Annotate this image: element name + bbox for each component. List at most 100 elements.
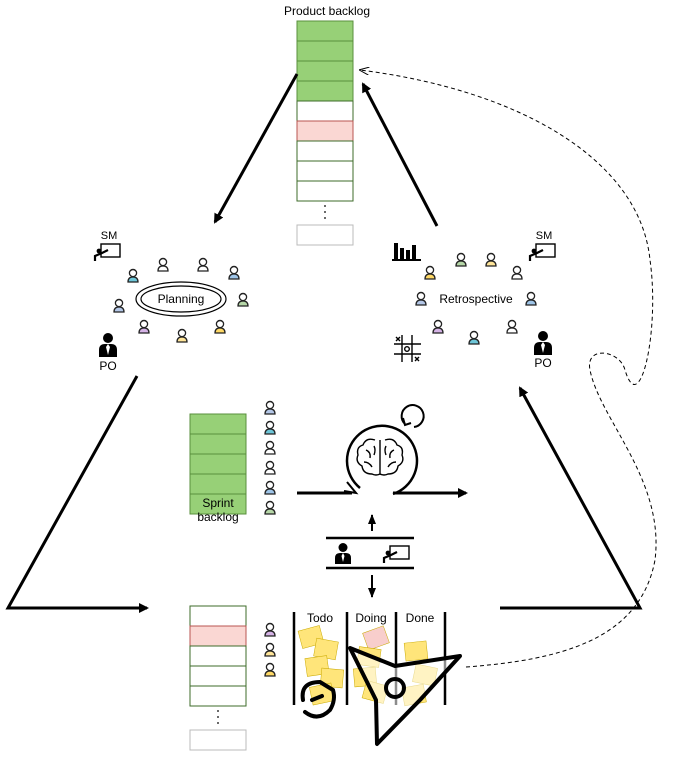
user-icon [468, 330, 480, 345]
product-backlog-stack [296, 20, 354, 246]
user-icon [455, 252, 467, 267]
teacher-board-icon [382, 545, 410, 563]
user-icon [511, 265, 523, 280]
daily-cycle-circle [400, 404, 425, 428]
daily-cycle-arrowhead [402, 417, 412, 427]
arrow-retro-to-backlog [361, 82, 439, 227]
user-icon [214, 319, 226, 334]
backlog-item-open [296, 160, 354, 182]
user-icon [264, 642, 276, 657]
po-right-label: PO [534, 356, 551, 370]
user-icon [264, 662, 276, 677]
scrum-master-right: SM [528, 230, 556, 261]
ellipsis-dot [324, 217, 326, 219]
user-icon [228, 265, 240, 280]
sprint-backlog-stack [189, 413, 247, 515]
product-backlog-title: Product backlog [284, 4, 370, 18]
backlog-item-done [296, 40, 354, 62]
ellipsis-dot [217, 722, 219, 724]
user-icon [264, 500, 276, 515]
planning-cluster: SM Planning PO [93, 230, 249, 373]
business-person-icon [99, 333, 117, 357]
user-icon [264, 480, 276, 495]
arrow-planning-to-increment [5, 375, 149, 613]
backlog-item-done [296, 80, 354, 102]
arrow-backlog-to-planning [213, 73, 299, 224]
board-col-done: Done [406, 611, 435, 625]
backlog-item-open [296, 180, 354, 202]
user-icon [525, 291, 537, 306]
user-icon [485, 252, 497, 267]
user-icon [424, 265, 436, 280]
sprint-backlog-label-line2: backlog [197, 510, 238, 524]
user-icon [415, 291, 427, 306]
backlog-item-done [189, 453, 247, 475]
user-icon [264, 460, 276, 475]
backlog-item-done [189, 493, 247, 515]
backlog-item-open [189, 645, 247, 667]
sticky-note [309, 682, 335, 706]
sticky-note [362, 625, 390, 651]
user-icon [113, 298, 125, 313]
backlog-item-open [296, 100, 354, 122]
backlog-item-blocked [296, 120, 354, 142]
retrospective-cluster: SM Retrospective PO [392, 230, 556, 370]
user-icon [264, 400, 276, 415]
teacher-board-icon [93, 243, 121, 261]
backlog-item-open [189, 685, 247, 707]
backlog-item-done [189, 473, 247, 495]
user-icon [264, 420, 276, 435]
ellipsis-dot [324, 211, 326, 213]
sprint-backlog-label-line1: Sprint [202, 496, 234, 510]
backlog-item-done [189, 433, 247, 455]
user-icon [432, 319, 444, 334]
backlog-item-done [296, 20, 354, 42]
product-owner-left: PO [99, 333, 117, 373]
ellipsis-dot [217, 716, 219, 718]
board-col-todo: Todo [307, 611, 333, 625]
user-icon [157, 257, 169, 272]
teacher-board-icon [528, 243, 556, 261]
scrum-master-left: SM [93, 230, 121, 261]
arrow-board-to-retro [500, 386, 643, 610]
ellipsis-dot [324, 205, 326, 207]
sm-left-label: SM [101, 230, 118, 242]
user-icon [264, 622, 276, 637]
user-icon [237, 292, 249, 307]
sprint-cycle [297, 404, 468, 498]
bar-chart-icon [392, 243, 421, 261]
backlog-item-open [296, 140, 354, 162]
user-icon [264, 440, 276, 455]
backlog-item-placeholder [296, 224, 354, 246]
planning-label: Planning [158, 292, 205, 306]
planning-ellipse-outer [135, 281, 227, 317]
tic-tac-toe-icon [394, 335, 421, 362]
user-icon [138, 319, 150, 334]
backlog-item-done [296, 60, 354, 82]
ellipsis-dot [217, 710, 219, 712]
brain-icon [356, 438, 404, 476]
feedback-dashed-arrow [360, 70, 657, 668]
retrospective-label: Retrospective [439, 292, 513, 306]
backlog-item-open [189, 665, 247, 687]
user-icon [197, 257, 209, 272]
business-person-icon [335, 543, 351, 564]
backlog-item-open [189, 605, 247, 627]
po-left-label: PO [99, 359, 116, 373]
backlog-item-blocked [189, 625, 247, 647]
product-owner-right: PO [534, 331, 552, 370]
backlog-item-placeholder [189, 729, 247, 751]
board-col-doing: Doing [355, 611, 386, 625]
user-icon [127, 268, 139, 283]
daily-scrum-box [326, 514, 414, 598]
sprint-cycle-circle [345, 424, 419, 496]
increment-stack [189, 605, 247, 751]
user-icon [176, 328, 188, 343]
sticky-note [403, 640, 429, 662]
sprint-team [264, 400, 276, 515]
planning-ellipse-inner [140, 285, 222, 313]
business-person-icon [534, 331, 552, 355]
sprint-cycle-arrowhead [343, 481, 359, 495]
rocket-icon [300, 646, 462, 746]
